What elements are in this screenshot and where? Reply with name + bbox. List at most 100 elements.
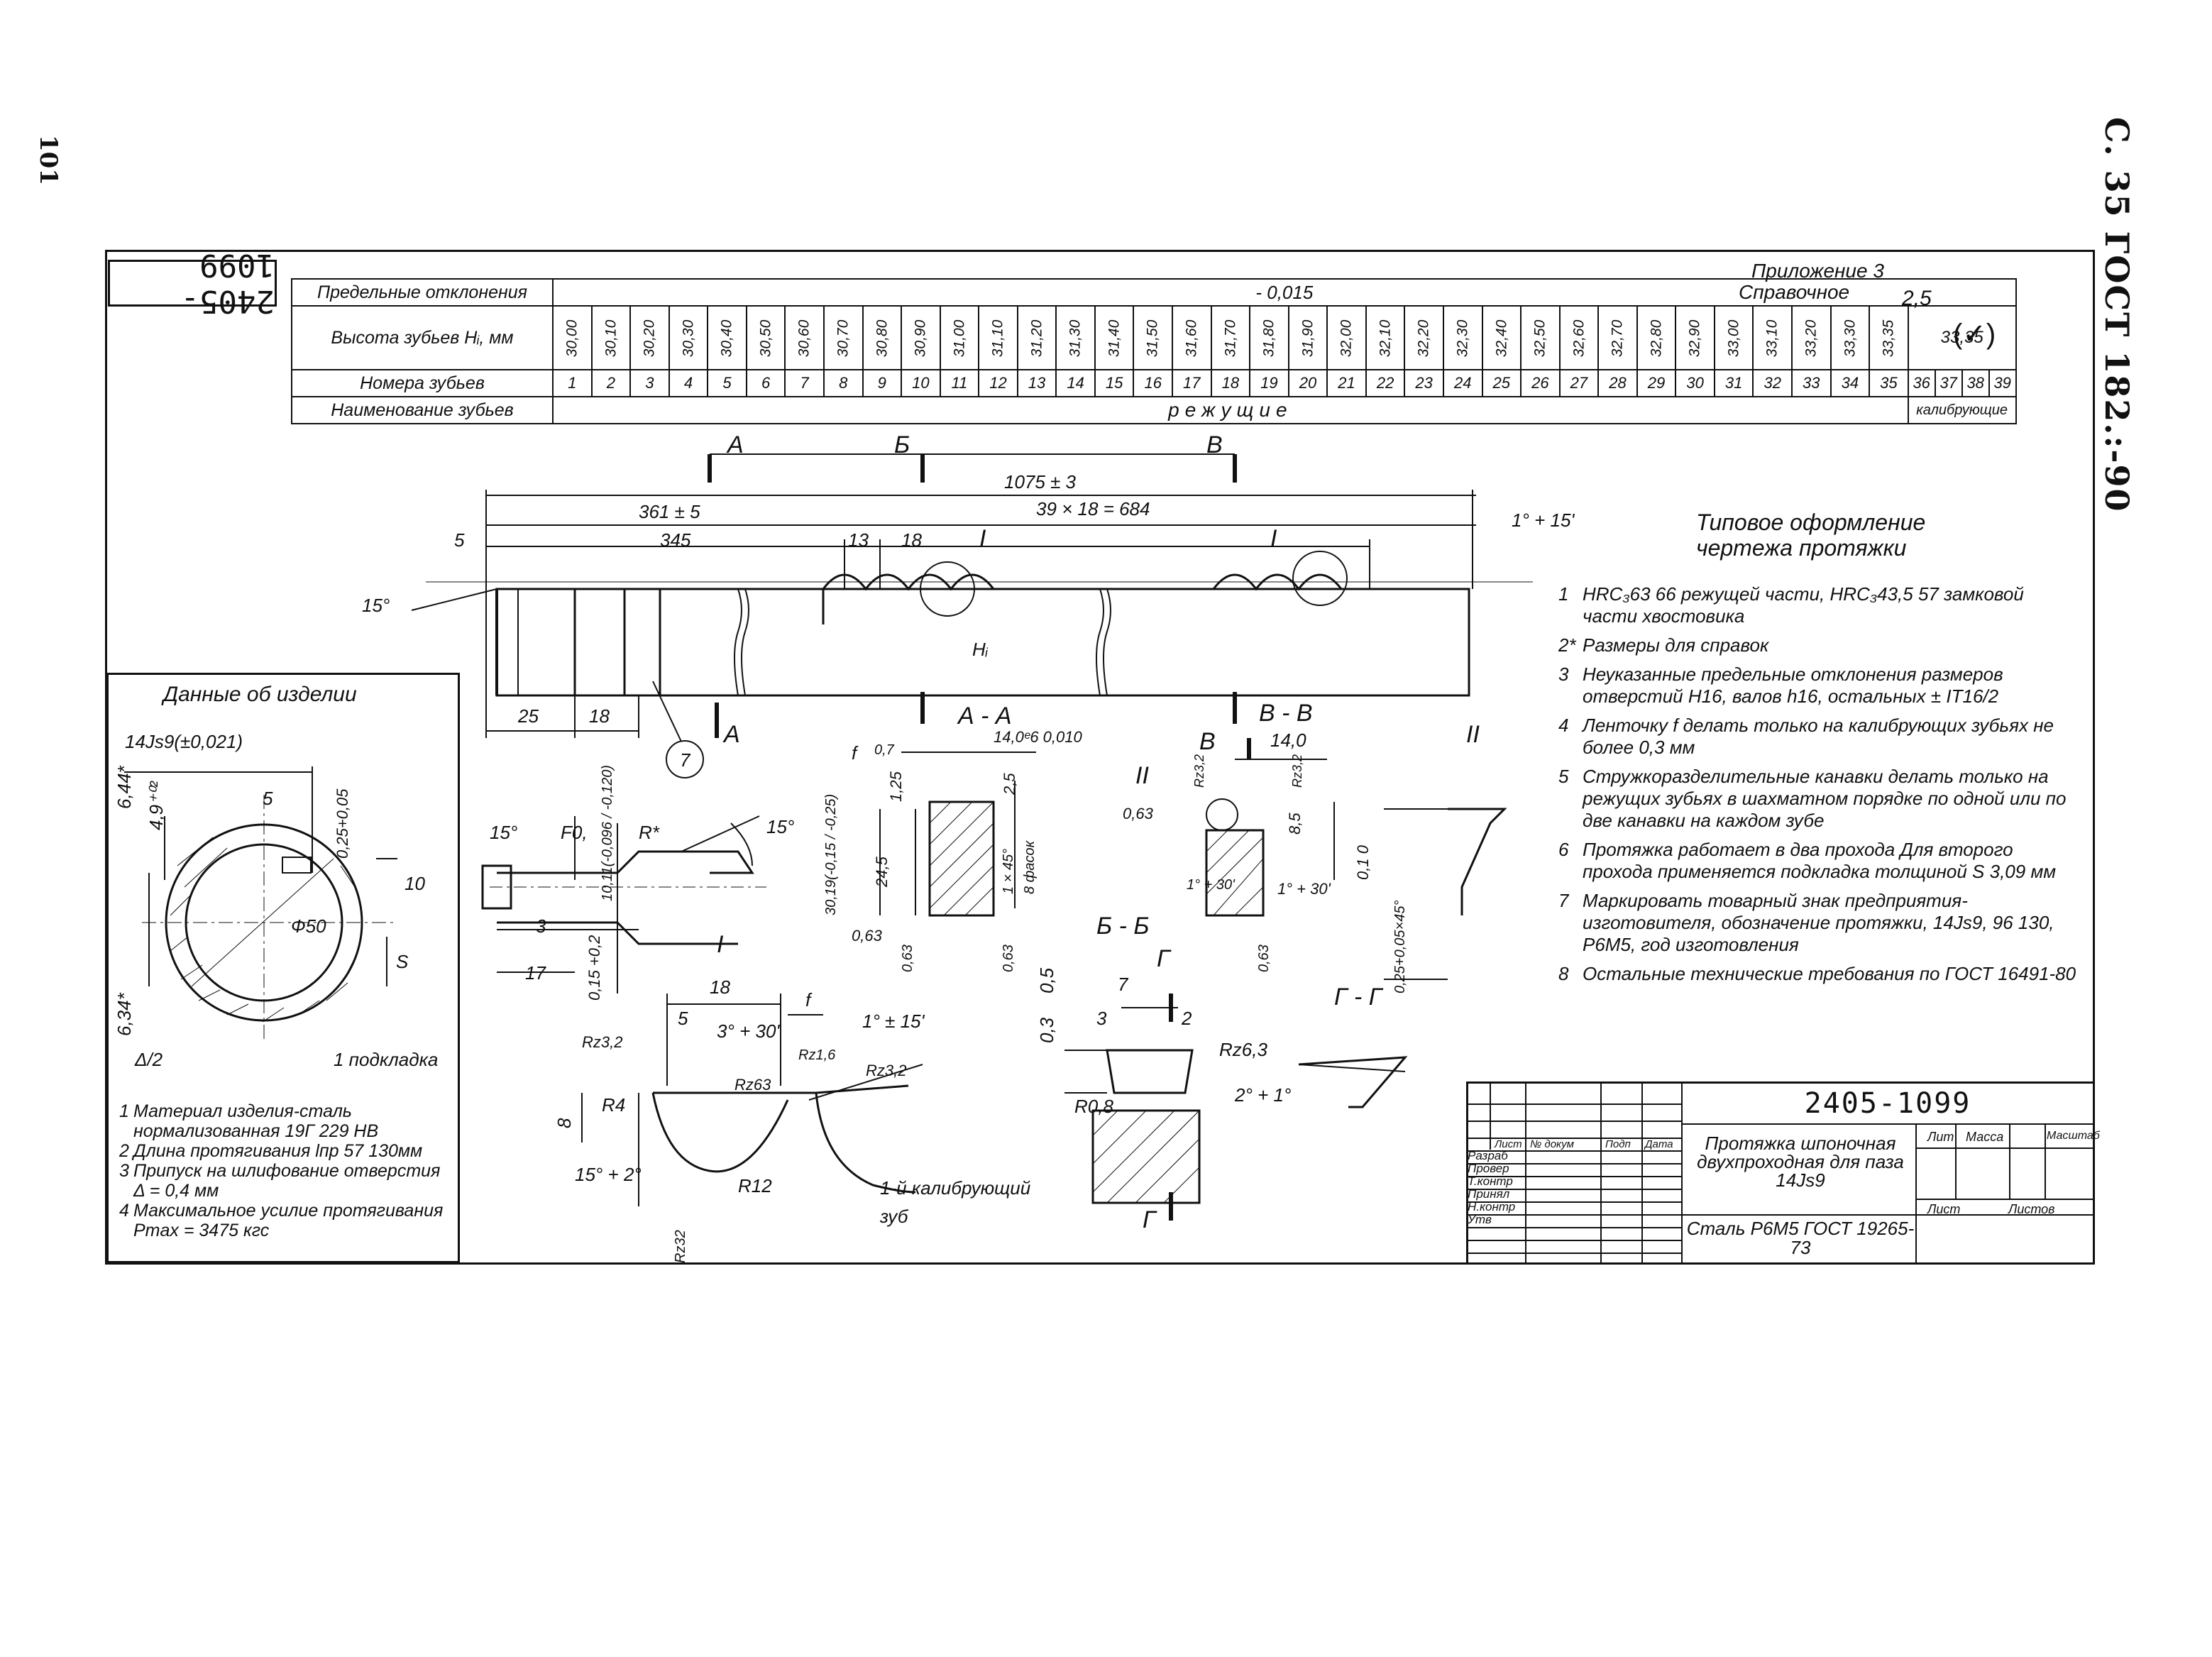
section-vv-063: 0,63: [1123, 805, 1153, 822]
tooth-number-cell: 24: [1442, 369, 1483, 397]
tooth-height-cell: 33,00: [1713, 305, 1754, 370]
section-vv-detail-II: II: [1135, 762, 1149, 789]
detail-I-dim-5: 5: [678, 1008, 688, 1029]
dim-4-9: 4,9⁺⁰²: [145, 781, 167, 830]
section-aa-dim-25: 2,5: [1001, 773, 1018, 795]
dim-delta2: Δ/2: [135, 1049, 163, 1070]
dim-361: 361 ± 5: [639, 501, 700, 522]
note-text: HRC₃63 66 режущей части, HRC₃43,5 57 зам…: [1583, 583, 2024, 627]
detail-I-rz63: Rz63: [734, 1076, 771, 1094]
note-text: Протяжка работает в два прохода Для втор…: [1583, 839, 2057, 882]
tooth-height-cell: 31,20: [1016, 305, 1057, 370]
tooth-number-cell: 31: [1713, 369, 1754, 397]
section-aa-dim-f: f: [852, 742, 857, 764]
dim-025-data: 0,25+0,05: [334, 788, 351, 859]
tooth-number-cell: 35: [1869, 369, 1909, 397]
material-text: Длина протягивания lпр 57 130мм: [133, 1141, 423, 1161]
row-names-cutting: режущие: [552, 396, 1909, 424]
tooth-number-cell: 17: [1172, 369, 1212, 397]
shank-dim-015: 0,15 +0,2: [585, 935, 603, 1001]
tooth-height-cell: 31,40: [1094, 305, 1135, 370]
tooth-height-cell: 32,90: [1675, 305, 1715, 370]
section-aa-dim-07: 0,7: [874, 742, 894, 758]
section-bb-rz63: Rz6,3: [1219, 1039, 1267, 1060]
tooth-number-cell: 36: [1907, 369, 1936, 397]
section-vv-rz32: Rz3,2: [1192, 754, 1206, 788]
note-number: 3: [1558, 664, 1569, 685]
tooth-number-cell: 25: [1481, 369, 1522, 397]
section-bb-label-g: Г: [1157, 945, 1170, 972]
dim-25: 25: [518, 705, 539, 727]
tooth-number-cell: 29: [1636, 369, 1677, 397]
title-block-lit: Лит: [1927, 1130, 1954, 1144]
tooth-number-cell: 23: [1404, 369, 1444, 397]
tooth-height-cell: 30,80: [862, 305, 903, 370]
dim-6-34: 6,34*: [114, 993, 135, 1036]
tooth-number-cell: 6: [745, 369, 786, 397]
tooth-height-cell: 32,40: [1481, 305, 1522, 370]
tooth-height-cell: 30,50: [745, 305, 786, 370]
drawing-frame: [105, 250, 2095, 1265]
detail-I-dim-f: f: [805, 989, 811, 1011]
tooth-height-cell: 31,60: [1172, 305, 1212, 370]
tooth-height-cell: 32,20: [1404, 305, 1444, 370]
tooth-number-cell: 19: [1249, 369, 1289, 397]
tooth-number-cell: 39: [1988, 369, 2017, 397]
dim-10-data: 10: [405, 873, 425, 894]
tooth-number-cell: 10: [901, 369, 941, 397]
appendix-label: Приложение 3: [1751, 260, 1884, 282]
note-number: 2*: [1558, 634, 1576, 656]
title-block-role: Принял: [1468, 1187, 1510, 1201]
teeth-table: Предельные отклонения - 0,015 Высота зуб…: [291, 278, 2017, 424]
tooth-height-cell: 32,80: [1636, 305, 1677, 370]
section-vv-1-30: 1° + 30': [1277, 880, 1331, 898]
section-vv-1-45: 1° + 30': [1187, 877, 1235, 893]
tooth-height-cell: 30,70: [822, 305, 864, 370]
section-marker-b: Б: [894, 431, 910, 458]
arrow-a-label: A: [724, 721, 740, 748]
note-text: Размеры для справок: [1583, 634, 1769, 656]
tooth-number-cell: 27: [1558, 369, 1600, 397]
section-aa-dim-125: 1,25: [887, 771, 905, 802]
detail-I-angle-1: 1° ± 15': [862, 1011, 925, 1032]
angle-15-main: 15°: [362, 595, 390, 616]
detail-I-dim-8: 8: [554, 1118, 575, 1128]
tooth-number-cell: 3: [629, 369, 670, 397]
tooth-number-cell: 37: [1934, 369, 1963, 397]
note-number: 5: [1558, 766, 1569, 787]
dim-345: 345: [660, 529, 691, 551]
note-text: Маркировать товарный знак предприятия-из…: [1583, 890, 2054, 955]
material-number: 1: [119, 1101, 129, 1121]
dim-pitch: 39 × 18 = 684: [1036, 498, 1150, 519]
tooth-height-cell: 33,10: [1752, 305, 1793, 370]
tooth-number-cell: 16: [1133, 369, 1173, 397]
dim-6-44: 6,44*: [114, 766, 135, 809]
title-block-role: Провер: [1468, 1162, 1509, 1175]
section-vv-marker: В: [1199, 728, 1216, 755]
detail-I-rz32b: Rz3,2: [866, 1062, 907, 1079]
title-block-scale: Масштаб: [2047, 1130, 2100, 1142]
tooth-height-cell: 33,20: [1791, 305, 1832, 370]
note-number: 7: [1558, 890, 1569, 911]
tooth-number-cell: 2: [590, 369, 632, 397]
material-number: 2: [119, 1141, 129, 1161]
material-text: Припуск на шлифование отверстия Δ = 0,4 …: [133, 1161, 441, 1201]
row-deviations-label: Предельные отклонения: [291, 278, 554, 307]
note-text: Неуказанные предельные отклонения размер…: [1583, 664, 2003, 707]
tooth-number-cell: 8: [822, 369, 864, 397]
tooth-number-cell: 20: [1287, 369, 1328, 397]
section-aa-dim-245: 24,5: [873, 857, 891, 887]
table-row-deviations: Предельные отклонения - 0,015: [291, 278, 2017, 307]
tooth-height-cell: 32,00: [1326, 305, 1367, 370]
dim-18b: 18: [589, 705, 610, 727]
section-bb-title: Б - Б: [1096, 913, 1150, 940]
tooth-height-cell: 31,70: [1210, 305, 1251, 370]
title-block-sheets: Листов: [2008, 1202, 2055, 1216]
section-aa-rough2: 0,63: [900, 945, 915, 972]
